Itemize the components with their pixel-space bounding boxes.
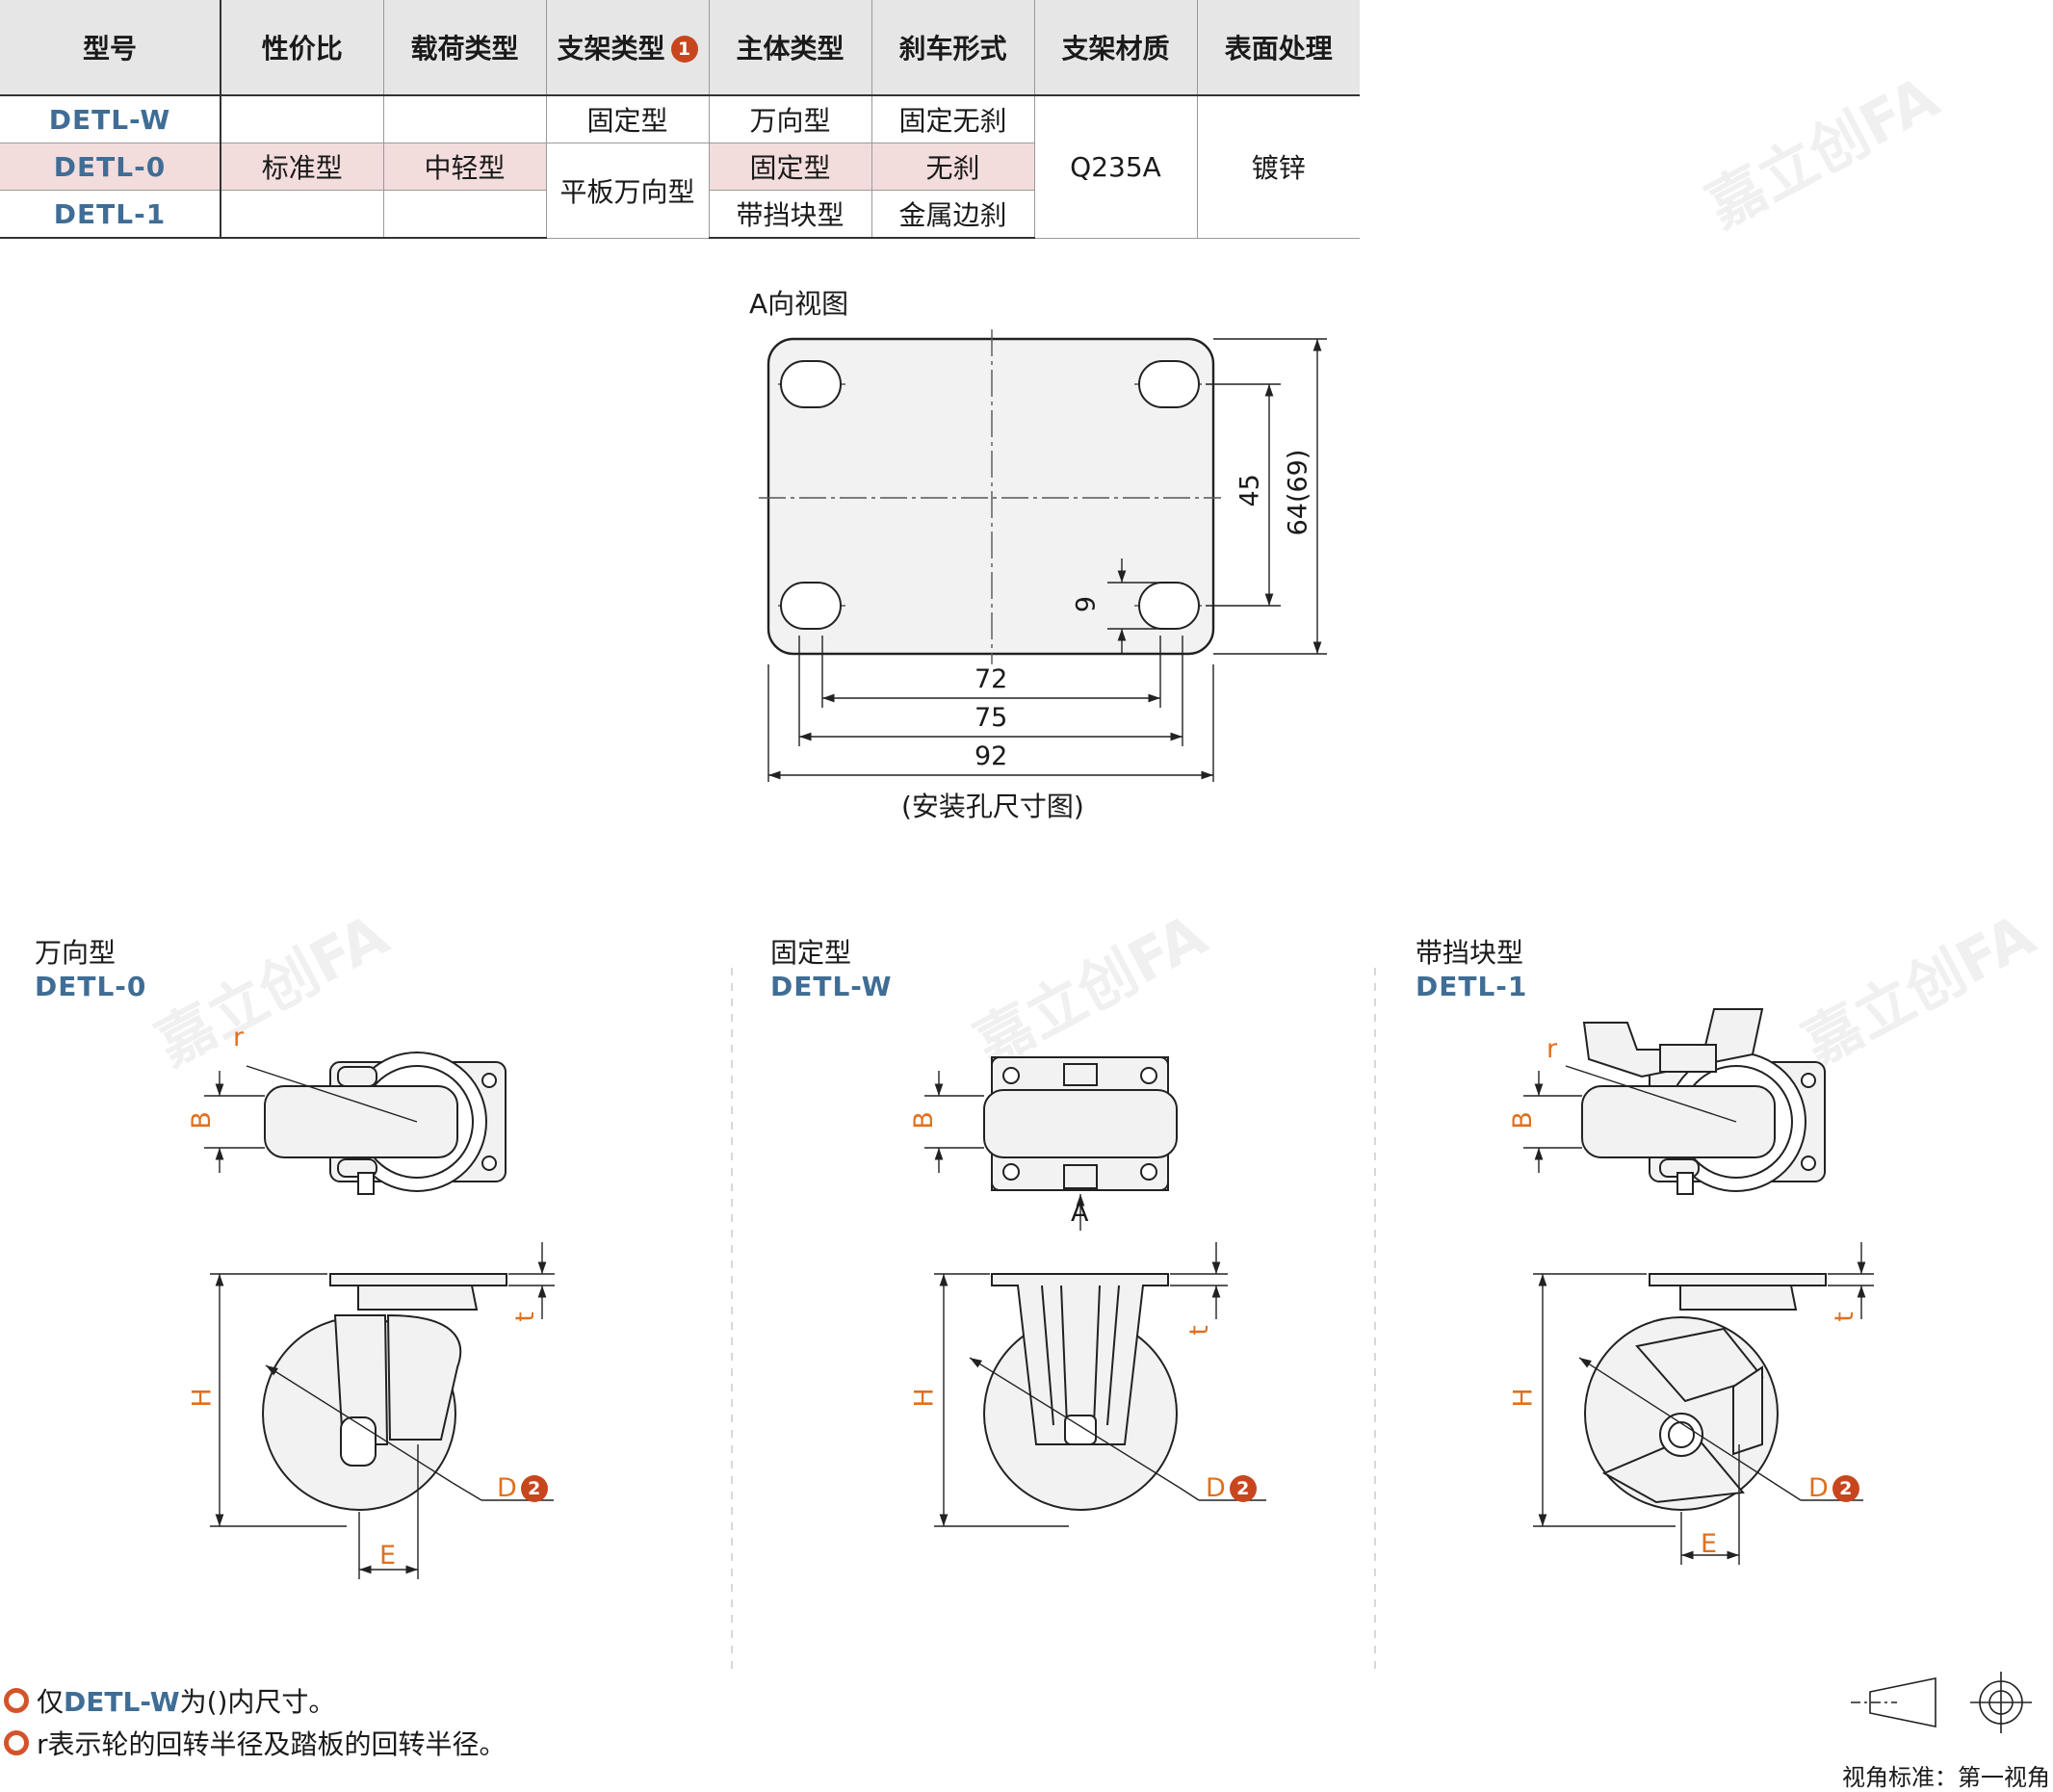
mounting-plate-top-view: [759, 329, 1327, 782]
finish-cell: 镀锌: [1196, 94, 1360, 239]
swivel-caster-side-view: [210, 1242, 555, 1579]
dim-92: 92: [975, 741, 1008, 771]
dim-H: H: [909, 1388, 940, 1408]
cost-cell: 标准型: [220, 143, 384, 191]
view-a-title: A向视图: [749, 288, 849, 320]
dim-r: r: [1546, 1034, 1558, 1064]
swivel-caster-top-view: [204, 1052, 507, 1195]
projection-standard: 视角标准：第一视角: [1842, 1764, 2050, 1791]
note-1-post: 为()内尺寸。: [179, 1686, 336, 1718]
dim-E: E: [379, 1541, 397, 1571]
note-badge-2: 2: [1832, 1475, 1859, 1502]
dim-E: E: [1701, 1529, 1718, 1559]
dim-D-label: D: [497, 1473, 517, 1503]
bullet-icon: [4, 1730, 29, 1755]
col-header-finish: 表面处理: [1196, 0, 1360, 96]
model-cell: DETL-0: [0, 143, 221, 191]
model-cell: DETL-W: [0, 94, 221, 143]
col-header-model: 型号: [0, 0, 221, 96]
dim-9: 9: [1071, 595, 1102, 613]
variant-model-swivel: DETL-0: [35, 971, 147, 1002]
col-header-cost: 性价比: [220, 0, 384, 96]
fixed-caster-top-view: [924, 1056, 1178, 1231]
note-2: r表示轮的回转半径及踏板的回转半径。: [4, 1724, 507, 1762]
body-cell: 万向型: [708, 94, 872, 143]
view-a-arrow-label: A: [1071, 1198, 1089, 1228]
mounting-hole-caption: (安装孔尺寸图): [901, 791, 1084, 822]
variant-model-brake: DETL-1: [1416, 971, 1528, 1002]
dim-H: H: [1508, 1388, 1539, 1408]
col-header-body: 主体类型: [708, 0, 872, 96]
dim-D-label: D: [1206, 1473, 1226, 1503]
dim-t: t: [1183, 1325, 1214, 1336]
load-cell: 中轻型: [382, 143, 547, 191]
dim-r: r: [233, 1023, 245, 1052]
dim-D-label: D: [1808, 1473, 1829, 1503]
variant-type-swivel: 万向型: [35, 937, 117, 969]
variant-type-fixed: 固定型: [770, 937, 852, 969]
bracket-cell: 平板万向型: [545, 143, 710, 239]
brake-cell: 金属边刹: [871, 190, 1035, 239]
note-1-pre: 仅: [37, 1686, 65, 1718]
dim-75: 75: [975, 703, 1008, 733]
col-header-material: 支架材质: [1033, 0, 1198, 96]
note-1: 仅DETL-W为()内尺寸。: [4, 1681, 335, 1720]
load-cell: [382, 190, 547, 239]
note-badge-2: 2: [1229, 1475, 1257, 1502]
col-header-brake: 刹车形式: [871, 0, 1035, 96]
brake-cell: 固定无刹: [871, 94, 1035, 143]
brake-cell: 无刹: [871, 143, 1035, 191]
note-1-model: DETL-W: [64, 1686, 180, 1718]
note-badge-2: 2: [520, 1475, 548, 1502]
dim-H: H: [187, 1388, 218, 1408]
dim-t: t: [509, 1312, 540, 1322]
brake-caster-side-view: [1533, 1242, 1874, 1565]
note-2-text: r表示轮的回转半径及踏板的回转半径。: [37, 1728, 507, 1760]
first-angle-projection-symbol: [1851, 1672, 2032, 1733]
table-row: DETL-0 标准型 中轻型 平板万向型 固定型 无刹: [0, 143, 1360, 239]
model-cell: DETL-1: [0, 190, 221, 239]
brake-caster-top-view: [1523, 1008, 1826, 1195]
dim-B: B: [908, 1111, 939, 1130]
note-badge-1: 1: [670, 36, 698, 63]
dim-t: t: [1829, 1312, 1859, 1322]
material-cell: Q235A: [1033, 94, 1198, 239]
dim-45: 45: [1234, 474, 1265, 507]
dim-B: B: [1507, 1111, 1538, 1130]
table-row: DETL-1 带挡块型 金属边刹: [0, 190, 1360, 239]
variant-type-brake: 带挡块型: [1416, 937, 1524, 969]
table-row: DETL-W 固定型 万向型 固定无刹 Q235A 镀锌: [0, 94, 1360, 239]
body-cell: 带挡块型: [708, 190, 872, 239]
col-header-bracket-label: 支架类型: [557, 33, 665, 65]
cost-cell: [220, 190, 384, 239]
variant-model-fixed: DETL-W: [770, 971, 893, 1002]
dim-72: 72: [975, 664, 1008, 694]
bullet-icon: [4, 1688, 29, 1713]
fixed-caster-side-view: [934, 1242, 1266, 1527]
dim-B: B: [186, 1111, 217, 1130]
dim-64-69: 64(69): [1283, 449, 1313, 536]
